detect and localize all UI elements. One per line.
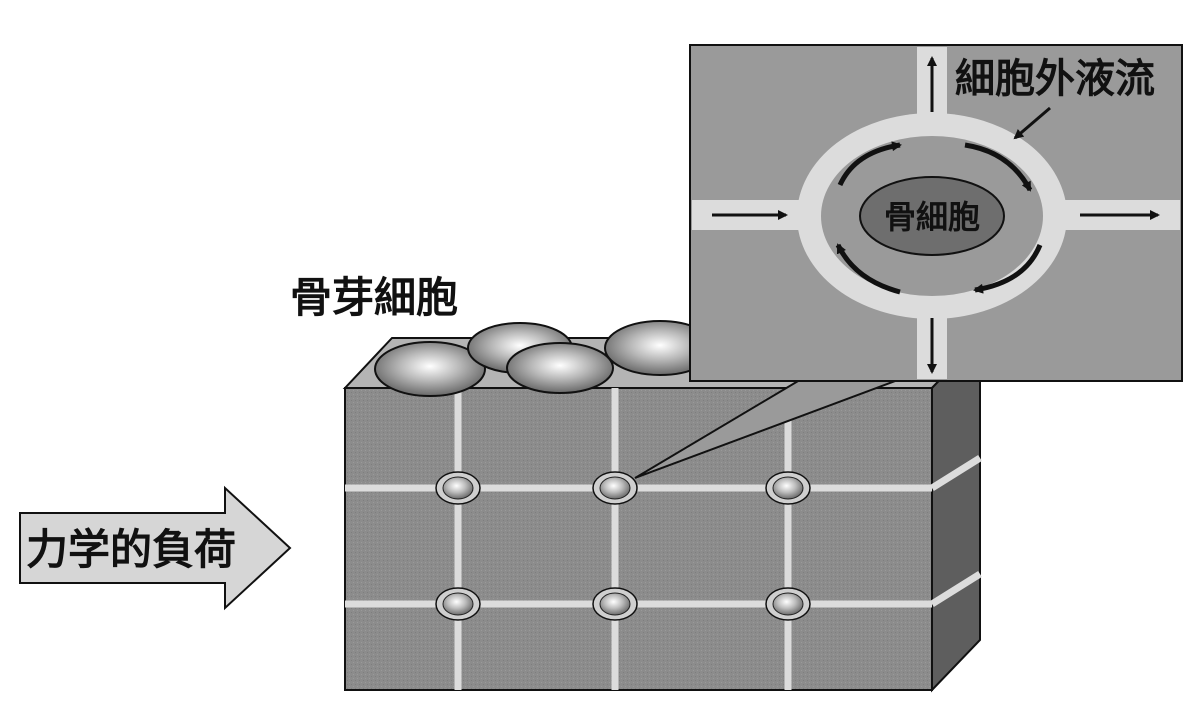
flow-arrows-straight: [712, 56, 1160, 374]
zoom-panel: 細胞外液流 骨細胞: [689, 44, 1183, 382]
osteoblast-cell: [374, 341, 486, 397]
osteoblast-label: 骨芽細胞: [290, 273, 458, 322]
osteoblast-cell: [506, 342, 614, 394]
circ-arrow-top-right: [964, 142, 1033, 192]
lacuna-cell: [442, 476, 474, 500]
bone-block-side-face: [931, 335, 981, 693]
circ-arrow-top-left: [837, 141, 902, 187]
osteoblast-cells: [374, 320, 716, 397]
osteocyte-lacunae: [435, 471, 811, 621]
osteocyte-body: [859, 176, 1005, 256]
flow-arrows-circular: [835, 141, 1043, 295]
extracellular-fluid-flow-label: 細胞外液流: [955, 56, 1155, 102]
mechanical-load-label: 力学的負荷: [26, 525, 236, 574]
bone-block-front-face: [344, 387, 933, 691]
circ-arrow-bottom-left: [835, 243, 901, 295]
mechanical-load-arrow: 力学的負荷: [19, 485, 292, 611]
fluid-flow-pointer: [1013, 106, 1051, 140]
lacuna-cell: [599, 592, 631, 616]
bone-block: [342, 335, 983, 693]
osteocyte-label: 骨細胞: [884, 198, 980, 236]
lacuna-cell: [772, 592, 804, 616]
lacuna-cell: [599, 476, 631, 500]
circ-arrow-bottom-right: [973, 244, 1043, 294]
lacuna-cell: [772, 476, 804, 500]
load-arrow-shape: [19, 485, 292, 611]
lacuna-cell: [442, 592, 474, 616]
